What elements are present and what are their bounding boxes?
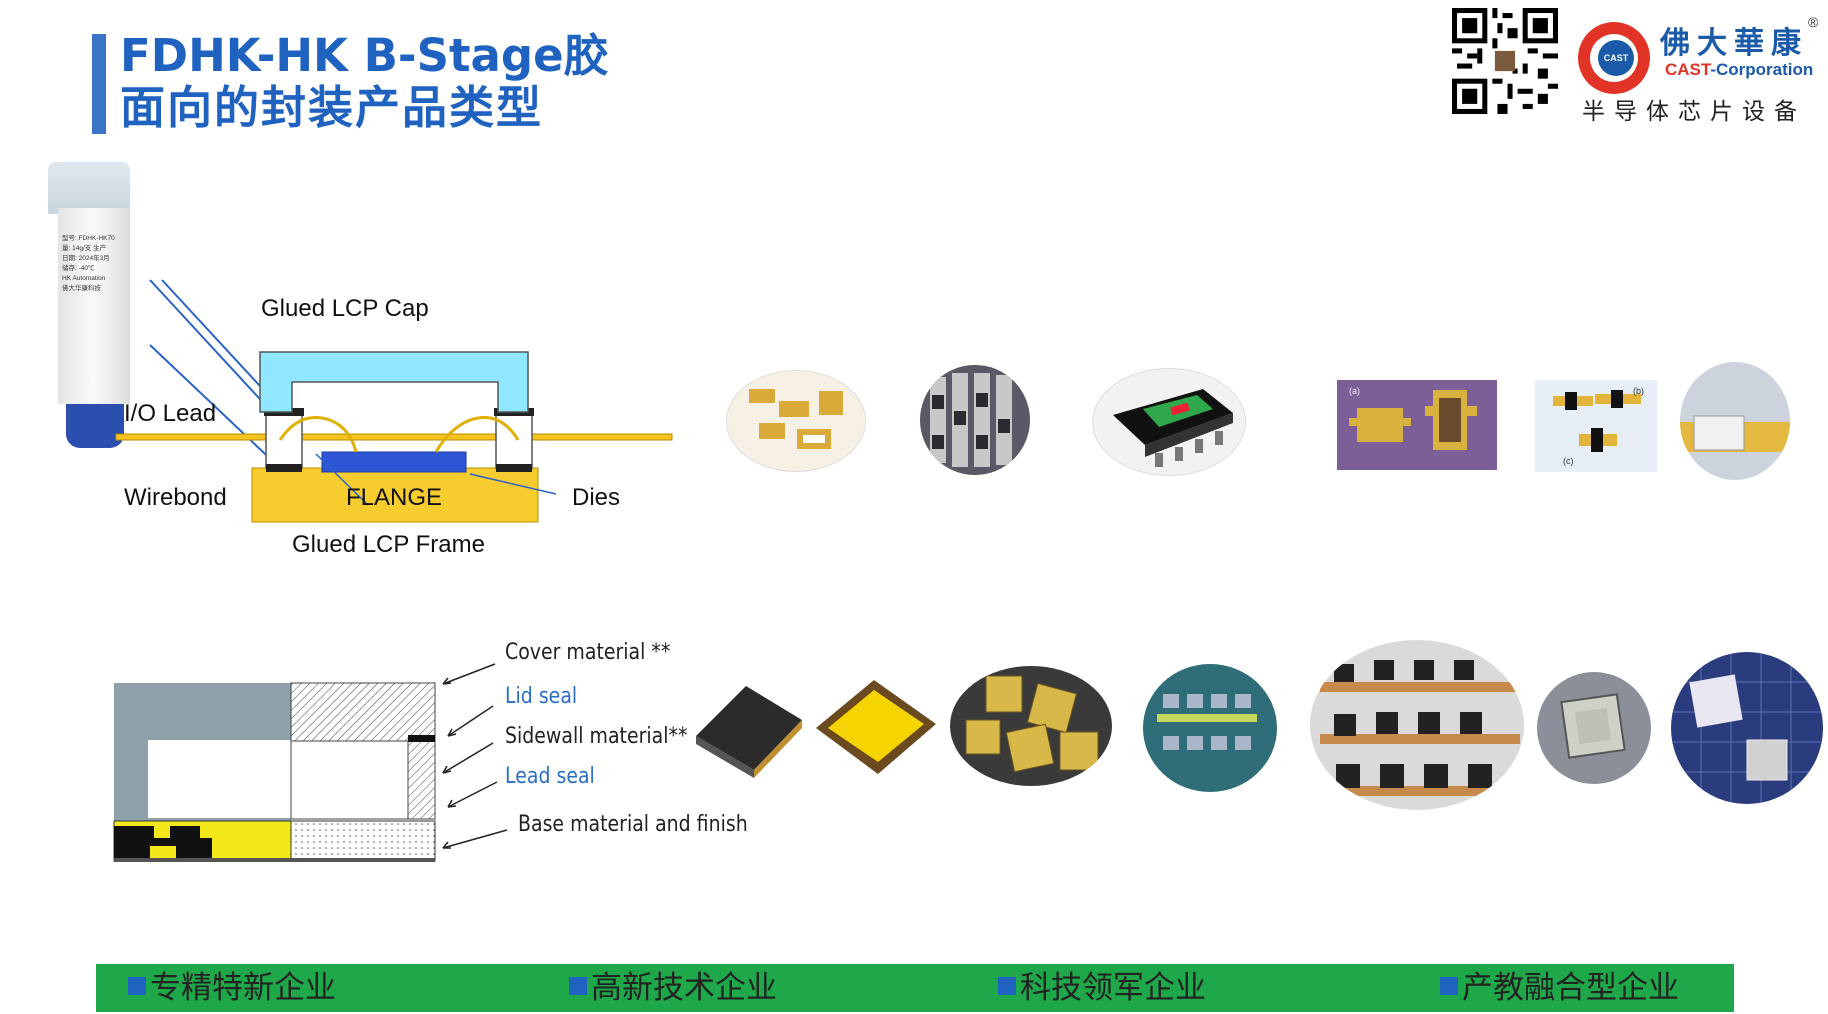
photo-soic-package	[1092, 368, 1246, 476]
photo-flange-array	[920, 365, 1030, 475]
syringe-label-line: 量: 14g/支 生产	[62, 245, 107, 252]
logo-en-prefix: CAST	[1665, 60, 1711, 79]
label-glued-lcp-frame: Glued LCP Frame	[292, 531, 485, 558]
honor-item: 专精特新企业	[128, 968, 336, 1008]
syringe-label-line: 储存: -40℃	[62, 265, 95, 272]
photo-gold-qfn-pile	[950, 666, 1112, 786]
logo-en-name: CAST-Corporation	[1665, 60, 1813, 80]
photo-qfn-on-grid	[1671, 652, 1823, 804]
logo-badge: CAST	[1598, 40, 1634, 76]
label-wirebond: Wirebond	[124, 484, 227, 511]
photo-black-qfn	[696, 686, 802, 778]
photo-gold-qfn	[816, 680, 936, 774]
title-line-1: FDHK-HK B-Stage胶	[120, 29, 609, 82]
registered-mark: ®	[1808, 14, 1819, 30]
syringe-body	[58, 208, 130, 404]
square-bullet-icon	[1440, 976, 1458, 995]
photo-gold-packages-small	[726, 370, 866, 472]
syringe-tip	[66, 404, 124, 448]
honor-item-label: 科技领军企业	[1020, 970, 1206, 1006]
syringe-label-line: HK Automation	[62, 275, 106, 282]
label-cover-material: Cover material **	[505, 640, 671, 665]
syringe-cap	[48, 162, 130, 214]
qr-code-icon	[1452, 8, 1558, 114]
logo-en-suffix: -Corporation	[1710, 60, 1814, 79]
page-title: FDHK-HK B-Stage胶 面向的封装产品类型	[120, 30, 609, 134]
photo-module-board	[1143, 664, 1277, 792]
honor-item: 高新技术企业	[569, 968, 777, 1008]
syringe-label-line: 佛大华康科技	[62, 285, 101, 292]
package-cross-section-diagram	[115, 279, 673, 523]
honor-item-label: 专精特新企业	[150, 970, 336, 1006]
photo-label-a: (a)	[1349, 386, 1360, 396]
honor-item-label: 产教融合型企业	[1462, 970, 1679, 1006]
photo-rf-packages-a: (a)	[1337, 380, 1497, 470]
square-bullet-icon	[128, 976, 146, 995]
syringe-label-line: 型号: FDHK-HK70	[62, 235, 115, 242]
logo-cn-name: 佛大華康	[1660, 26, 1808, 61]
label-base-material: Base material and finish	[518, 812, 748, 837]
honor-item: 产教融合型企业	[1440, 968, 1679, 1008]
label-dies: Dies	[572, 484, 621, 511]
title-accent-bar	[92, 34, 106, 134]
label-lead-seal: Lead seal	[505, 764, 595, 789]
label-flange: FLANGE	[346, 484, 443, 511]
photo-label-b: (b)	[1633, 386, 1644, 396]
photo-packages-on-tape	[1310, 640, 1524, 810]
label-lid-seal: Lid seal	[505, 684, 578, 709]
syringe-label-line: 日期: 2024年3月	[62, 255, 110, 262]
square-bullet-icon	[569, 976, 587, 995]
label-io-lead: I/O Lead	[124, 400, 217, 427]
syringe-label: 型号: FDHK-HK70 量: 14g/支 生产 日期: 2024年3月 储存…	[62, 234, 124, 334]
honor-item: 科技领军企业	[998, 968, 1206, 1008]
photo-qfn-frame	[1537, 672, 1651, 784]
logo-tagline: 半导体芯片设备	[1582, 99, 1806, 125]
photo-lid-sealed-part	[1680, 362, 1790, 480]
square-bullet-icon	[998, 976, 1016, 995]
label-sidewall-material: Sidewall material**	[505, 724, 688, 749]
photo-rf-packages-bc: (b) (c)	[1535, 380, 1657, 472]
honor-item-label: 高新技术企业	[591, 970, 777, 1006]
bottom-honors-band	[96, 964, 1734, 1012]
title-line-2: 面向的封装产品类型	[120, 81, 544, 134]
lid-seal-cross-section-diagram	[113, 663, 508, 862]
photo-label-c: (c)	[1563, 456, 1574, 466]
label-glued-lcp-cap: Glued LCP Cap	[261, 295, 429, 322]
